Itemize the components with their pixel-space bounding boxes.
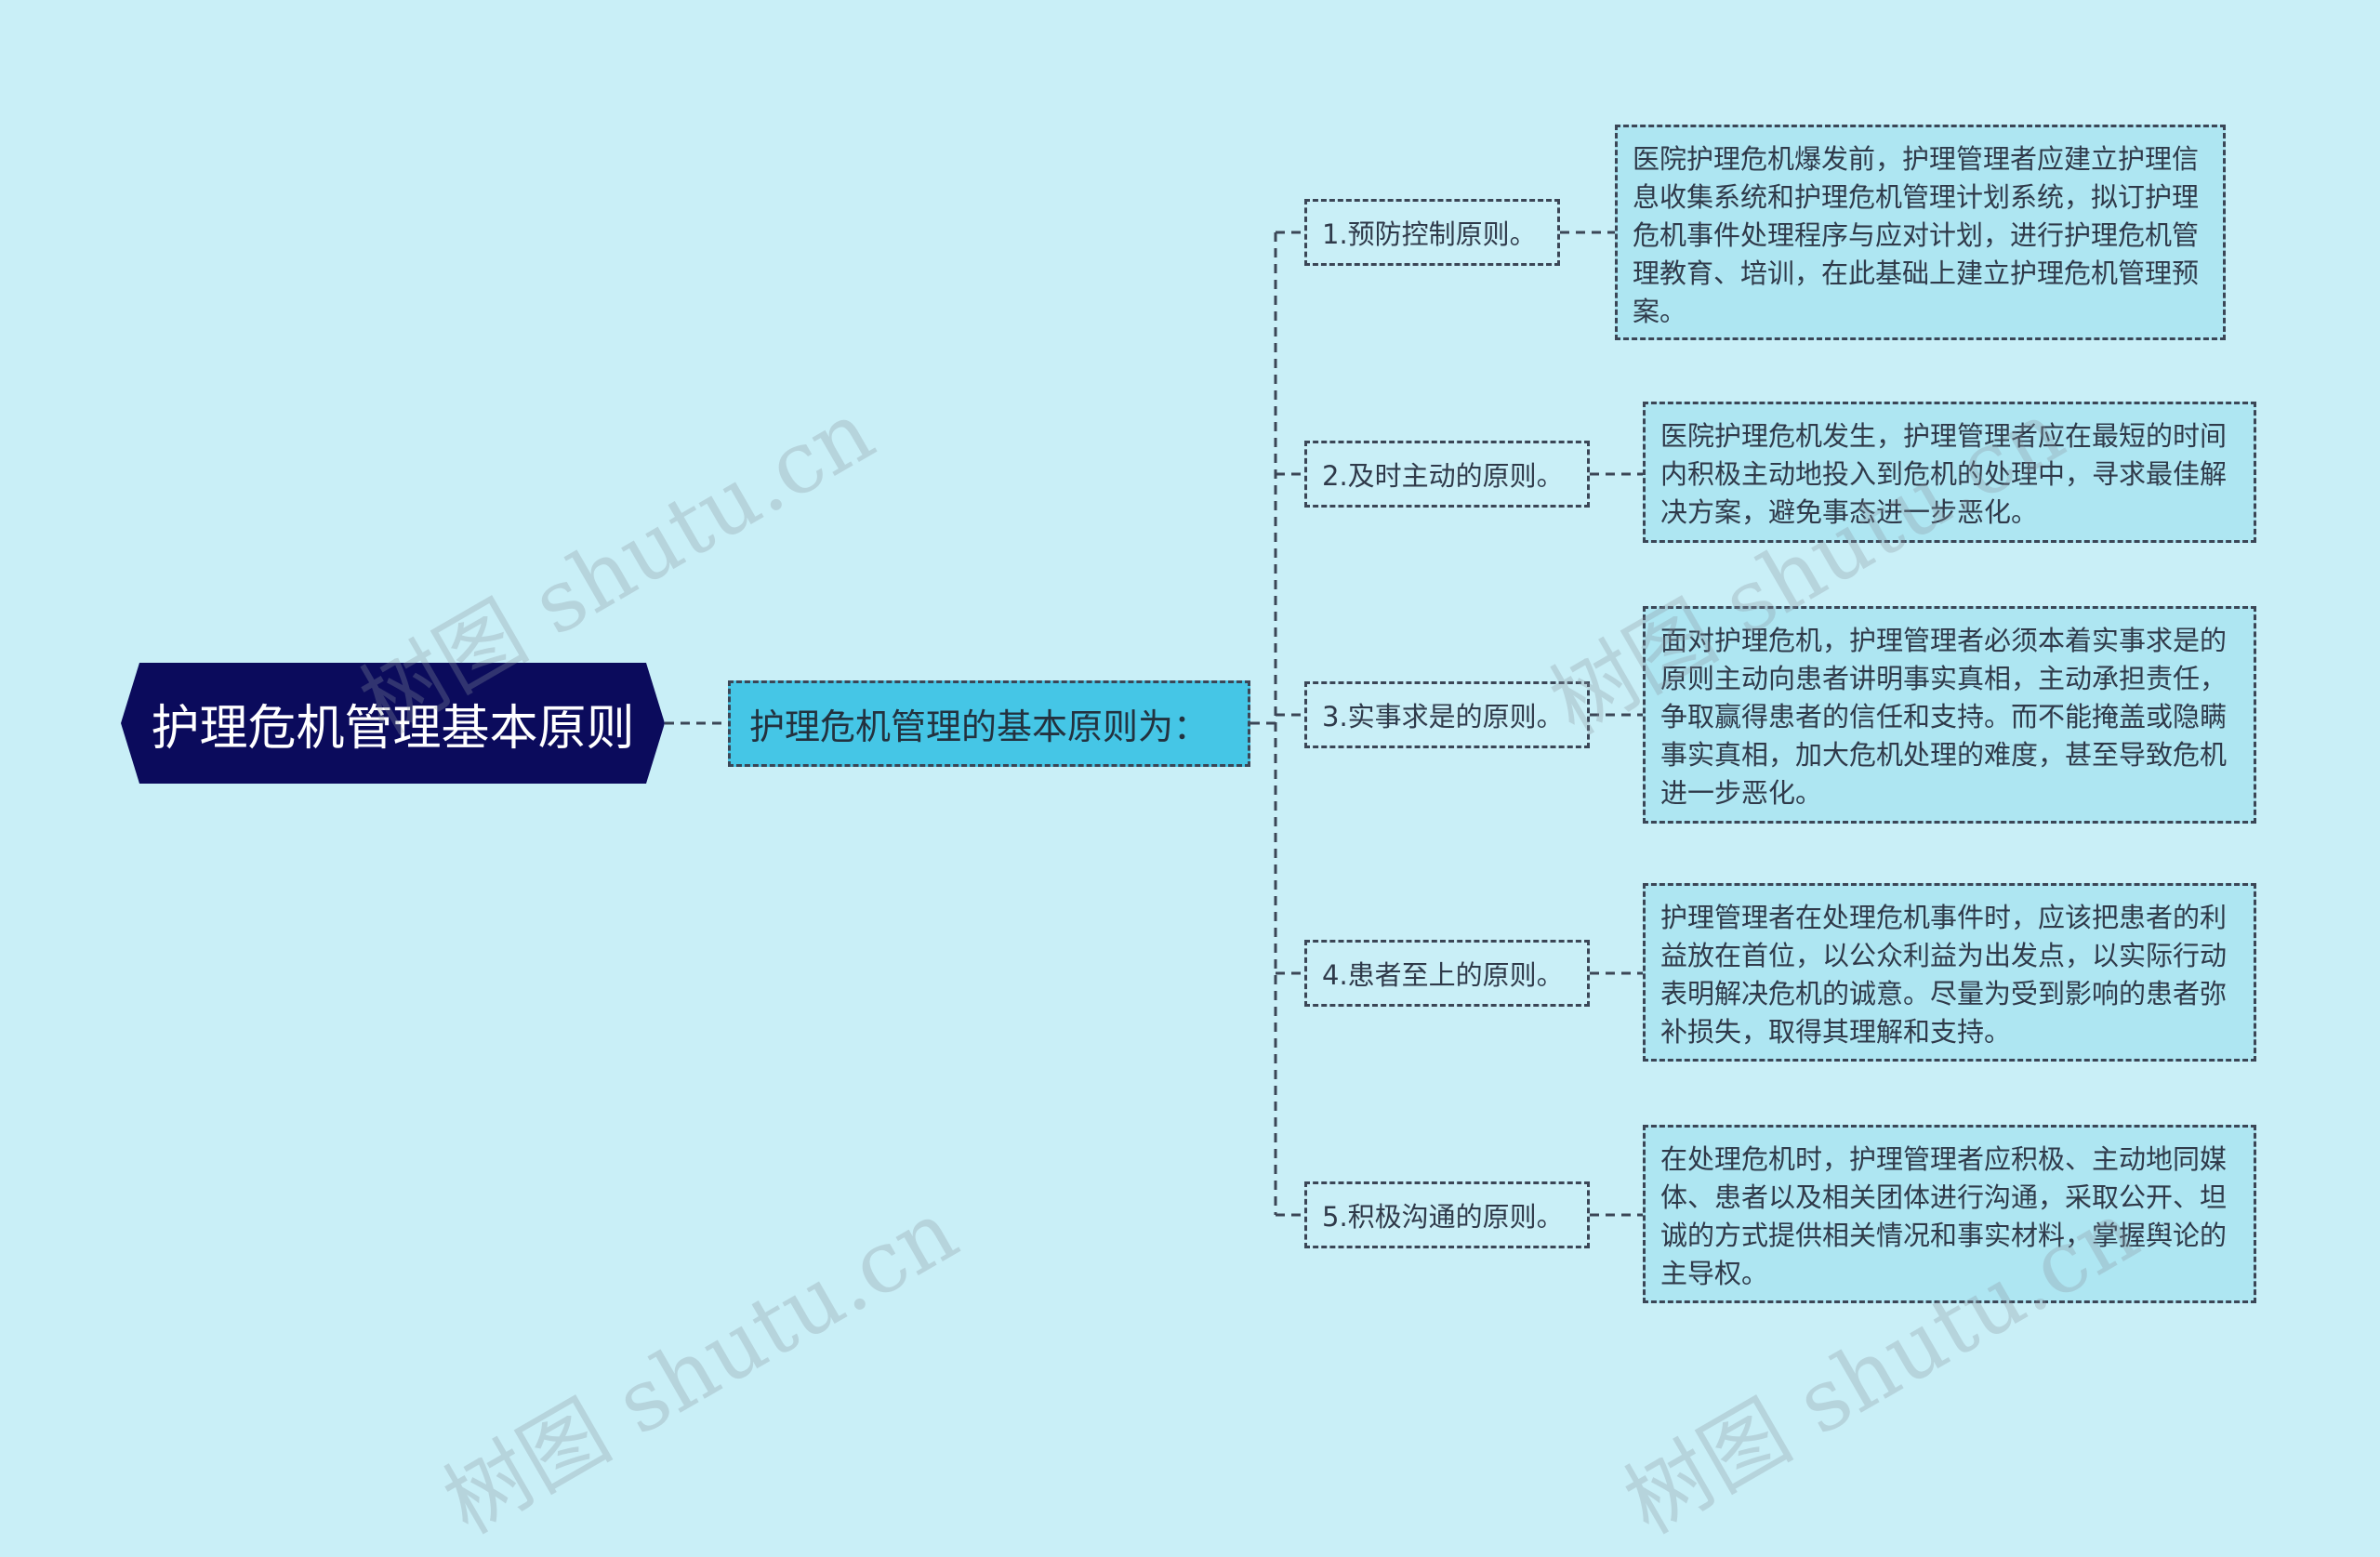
leaf-text: 医院护理危机发生，护理管理者应在最短的时间内积极主动地投入到危机的处理中，寻求最… [1660, 420, 2228, 528]
branch-label: 2.及时主动的原则。 [1322, 460, 1564, 492]
leaf-node-3[interactable]: 面对护理危机，护理管理者必须本着实事求是的原则主动向患者讲明事实真相，主动承担责… [1643, 606, 2256, 824]
leaf-node-4[interactable]: 护理管理者在处理危机事件时，应该把患者的利益放在首位，以公众利益为出发点，以实际… [1643, 883, 2256, 1062]
center-topic[interactable]: 护理危机管理的基本原则为： [728, 680, 1250, 767]
branch-node-2[interactable]: 2.及时主动的原则。 [1304, 441, 1590, 508]
mind-map-canvas: 护理危机管理基本原则 护理危机管理的基本原则为： 1.预防控制原则。 医院护理危… [121, 125, 2256, 1553]
leaf-text: 面对护理危机，护理管理者必须本着实事求是的原则主动向患者讲明事实真相，主动承担责… [1660, 625, 2228, 809]
branch-label: 1.预防控制原则。 [1322, 218, 1537, 250]
branch-node-5[interactable]: 5.积极沟通的原则。 [1304, 1181, 1590, 1248]
branch-node-1[interactable]: 1.预防控制原则。 [1304, 199, 1560, 266]
branch-label: 5.积极沟通的原则。 [1322, 1201, 1564, 1233]
leaf-text: 在处理危机时，护理管理者应积极、主动地同媒体、患者以及相关团体进行沟通，采取公开… [1660, 1143, 2228, 1289]
leaf-node-2[interactable]: 医院护理危机发生，护理管理者应在最短的时间内积极主动地投入到危机的处理中，寻求最… [1643, 402, 2256, 543]
center-topic-label: 护理危机管理的基本原则为： [749, 706, 1210, 747]
branch-label: 4.患者至上的原则。 [1322, 959, 1564, 991]
root-topic-label: 护理危机管理基本原则 [151, 700, 635, 757]
leaf-text: 医院护理危机爆发前，护理管理者应建立护理信息收集系统和护理危机管理计划系统，拟订… [1633, 143, 2200, 327]
branch-node-3[interactable]: 3.实事求是的原则。 [1304, 681, 1590, 748]
leaf-node-1[interactable]: 医院护理危机爆发前，护理管理者应建立护理信息收集系统和护理危机管理计划系统，拟订… [1615, 125, 2226, 340]
connector-lines [665, 231, 1643, 1217]
leaf-text: 护理管理者在处理危机事件时，应该把患者的利益放在首位，以公众利益为出发点，以实际… [1660, 902, 2228, 1048]
leaf-node-5[interactable]: 在处理危机时，护理管理者应积极、主动地同媒体、患者以及相关团体进行沟通，采取公开… [1643, 1125, 2256, 1303]
branch-node-4[interactable]: 4.患者至上的原则。 [1304, 940, 1590, 1007]
branch-label: 3.实事求是的原则。 [1322, 701, 1564, 732]
root-topic[interactable]: 护理危机管理基本原则 [121, 663, 665, 784]
